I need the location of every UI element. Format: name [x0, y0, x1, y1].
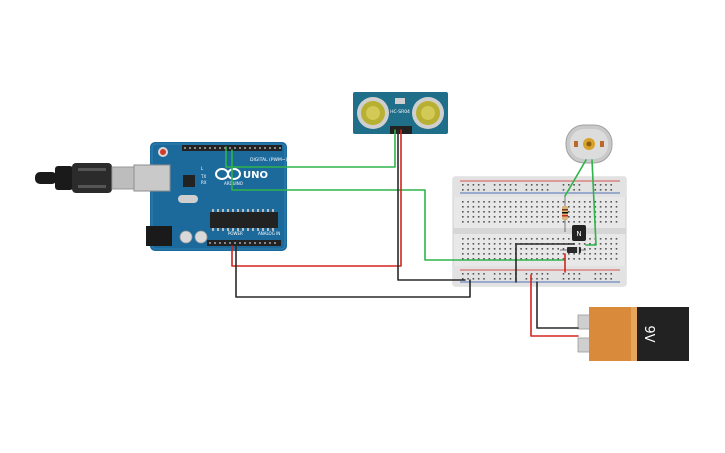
wire-gnd-transistor[interactable] [515, 243, 575, 283]
wires [225, 129, 597, 337]
tx-label: TX [200, 174, 206, 179]
dc-motor[interactable] [565, 124, 613, 164]
wire-5v[interactable] [231, 129, 402, 267]
digital-label: DIGITAL (PWM~) [250, 157, 288, 163]
usb-port [133, 164, 171, 192]
board-model-label: UNO [243, 170, 268, 181]
diode[interactable] [560, 247, 586, 253]
transistor-label: N [576, 230, 581, 238]
battery-terminal [577, 314, 591, 330]
sensor-model-label: HC-SR04 [390, 109, 410, 115]
breadboard[interactable] [452, 176, 627, 287]
board-brand-label: ARDUINO [224, 181, 243, 186]
wire-echo[interactable] [231, 149, 566, 261]
wire-gnd-arduino[interactable] [235, 245, 471, 298]
wire-motor-a[interactable] [564, 159, 587, 197]
resistor[interactable] [562, 196, 568, 232]
usb-cable[interactable] [35, 163, 137, 193]
wire-motor-b[interactable] [585, 159, 597, 246]
dc-jack [146, 226, 172, 246]
wire-gnd-sensor[interactable] [397, 129, 466, 281]
ultrasonic-sensor[interactable]: HC-SR04 [353, 92, 448, 134]
analog-label: ANALOG IN [258, 231, 280, 236]
capacitor [179, 230, 193, 244]
crystal [178, 195, 198, 203]
capacitor [194, 230, 208, 244]
wire-battery-negative[interactable] [536, 281, 579, 329]
atmega-chip [210, 212, 278, 228]
battery-terminal [577, 337, 591, 353]
wire-trig[interactable] [225, 129, 396, 168]
power-label: POWER [228, 231, 243, 236]
led-label: L [201, 166, 204, 171]
battery-9v[interactable]: 9V [577, 307, 689, 361]
usb-chip [183, 175, 195, 187]
wire-battery-positive[interactable] [530, 274, 579, 337]
battery-label: 9V [641, 325, 656, 342]
rx-label: RX [201, 180, 207, 185]
digital-header [182, 145, 282, 151]
arduino-uno-board[interactable]: DIGITAL (PWM~) UNO ARDUINO L TX RX POWER… [133, 142, 288, 251]
sensor-crystal [395, 98, 405, 104]
arduino-logo-icon [215, 168, 241, 180]
transistor[interactable]: N [572, 225, 586, 241]
